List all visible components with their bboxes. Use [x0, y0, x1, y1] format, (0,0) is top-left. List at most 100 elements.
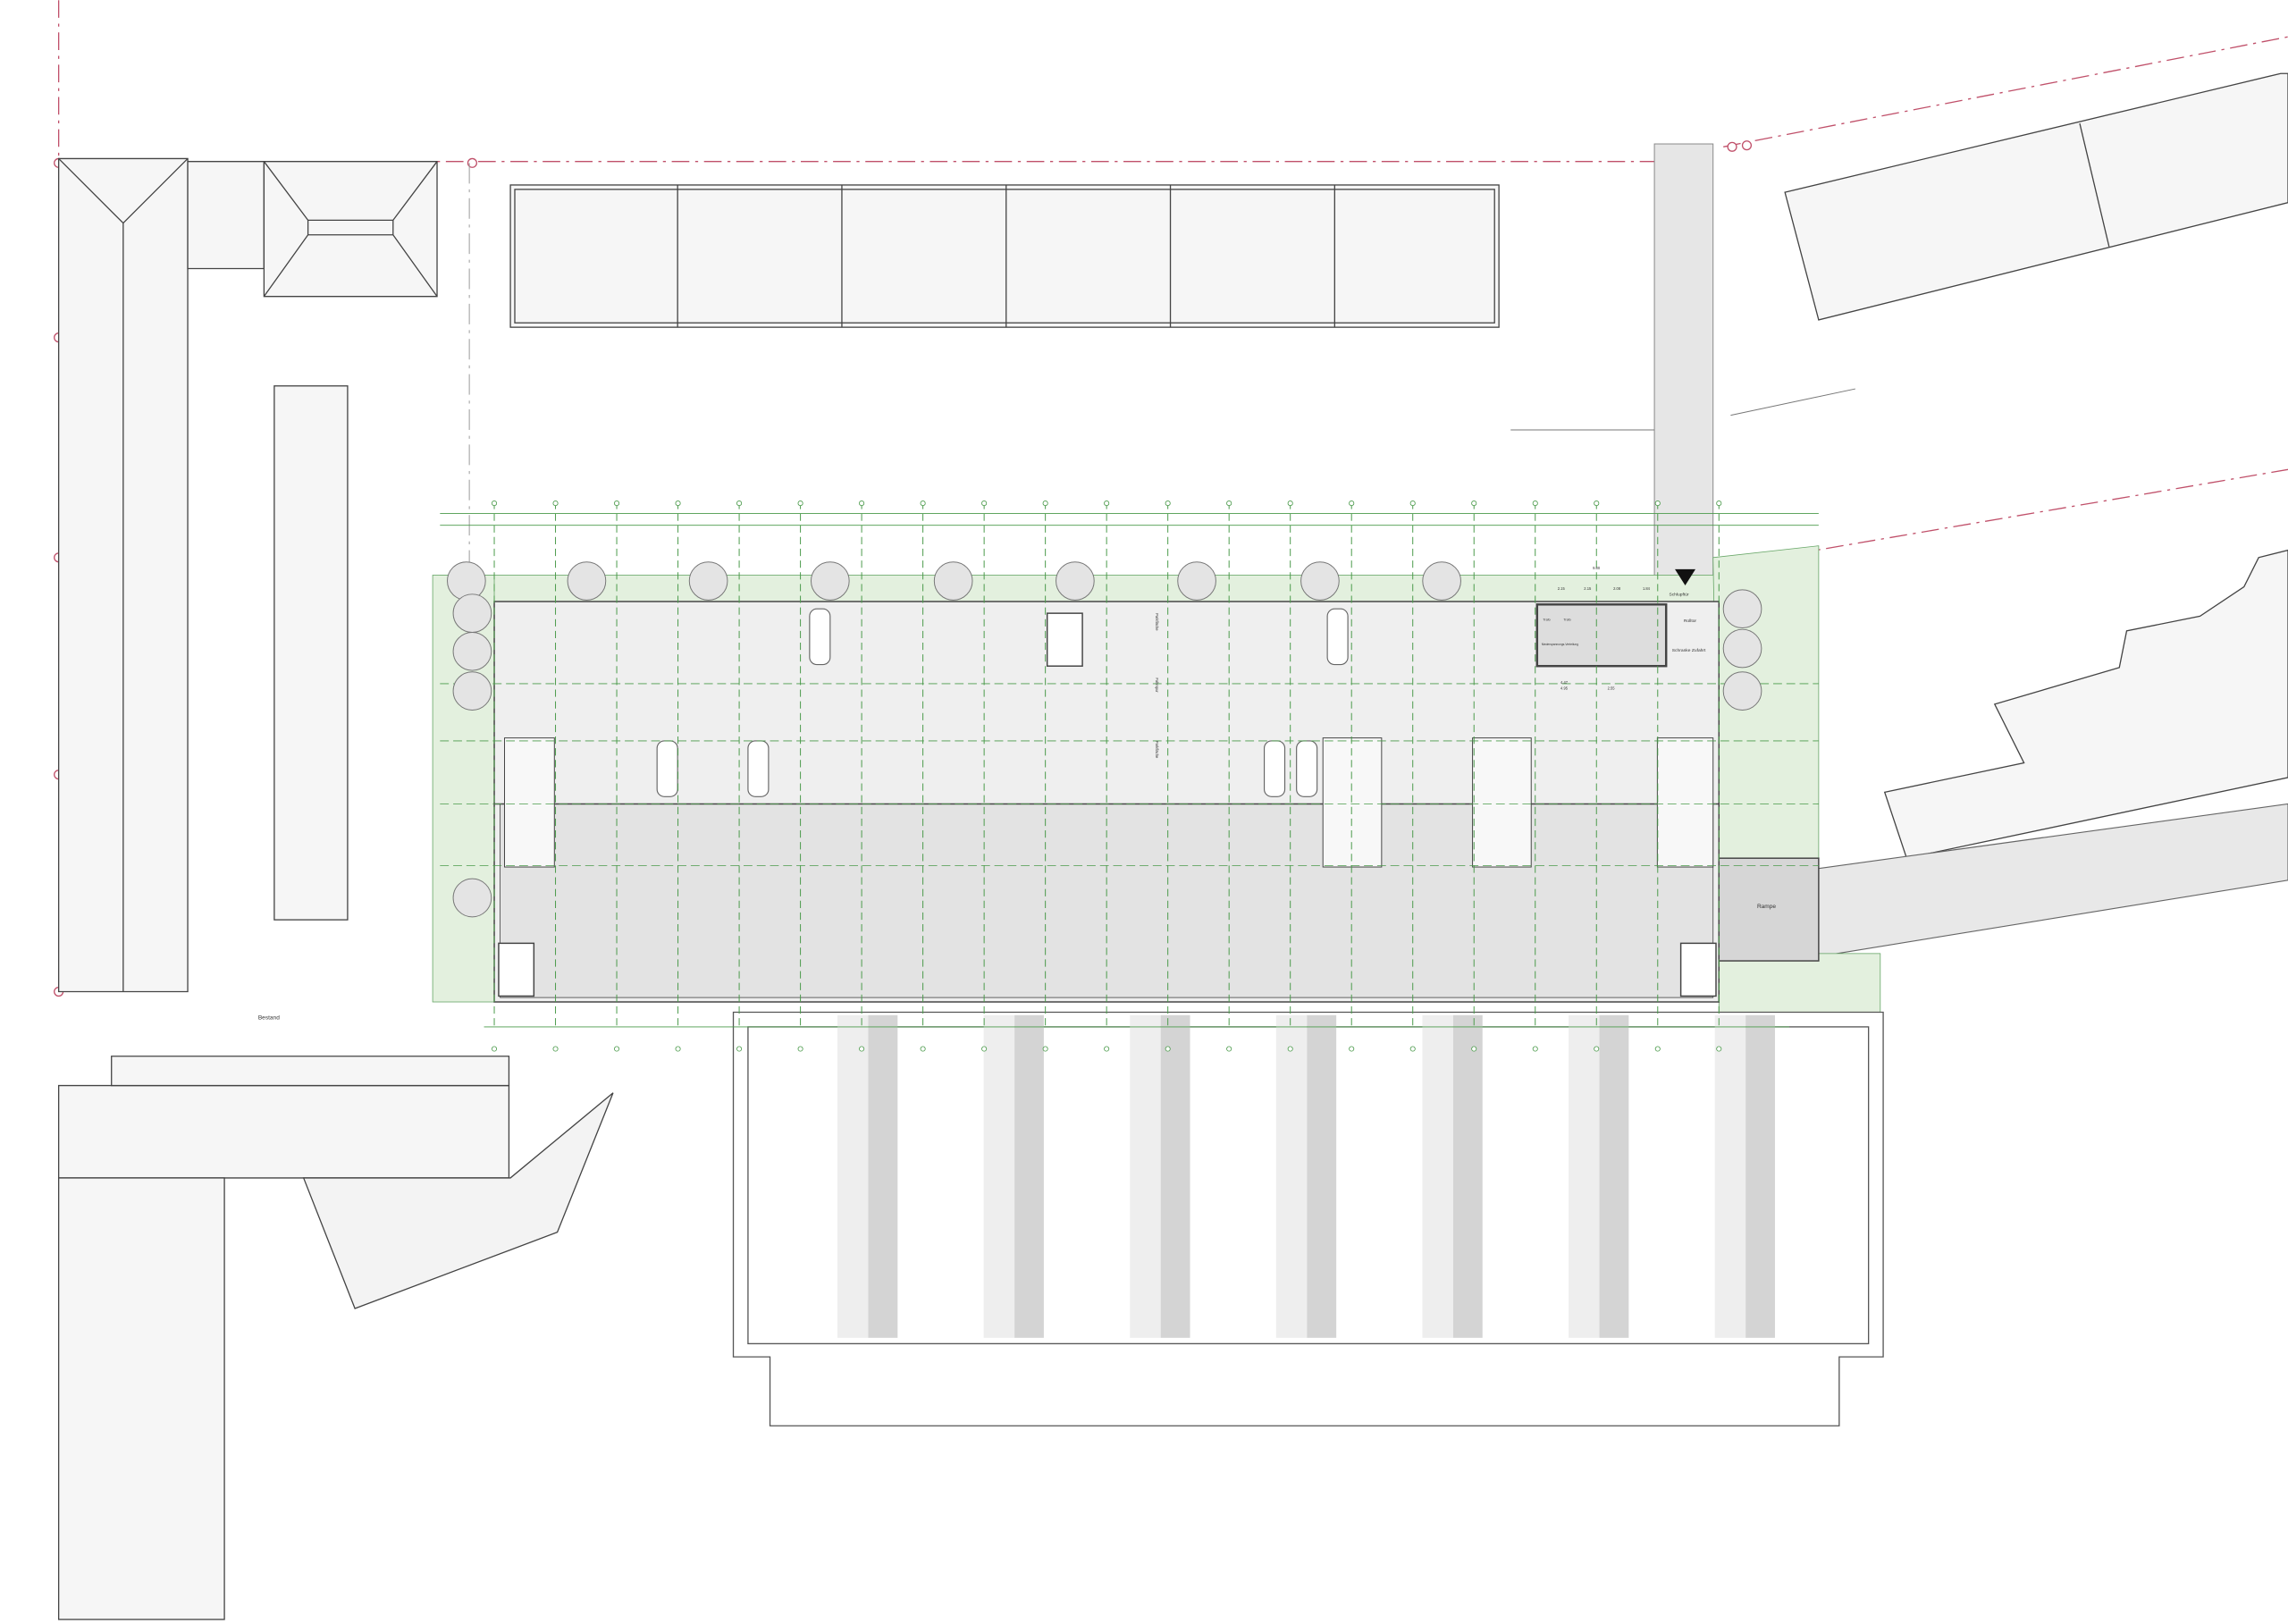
- stripe-light: [1569, 1014, 1600, 1338]
- grid-marker: [859, 501, 865, 507]
- grid-marker: [491, 501, 498, 507]
- grid-marker: [675, 1046, 681, 1052]
- label-low-voltage: Niederspannungs-Verteilung: [1542, 643, 1578, 646]
- grid-marker: [614, 501, 620, 507]
- stair-left: [498, 942, 535, 997]
- grid-marker: [1716, 1046, 1722, 1052]
- stripe-light: [1130, 1014, 1161, 1338]
- grid-marker: [1409, 1046, 1416, 1052]
- grid-marker: [1409, 501, 1416, 507]
- label-existing: Bestand: [258, 1015, 280, 1022]
- top-long-building: [509, 184, 1500, 328]
- grid-marker: [1226, 501, 1232, 507]
- narrow-building: [273, 385, 349, 921]
- parked-cars: [656, 608, 1349, 797]
- ramp: [1718, 857, 1820, 962]
- grid-marker: [1349, 1046, 1355, 1052]
- stripe-dark: [868, 1014, 898, 1338]
- grid-marker: [981, 1046, 988, 1052]
- tree: [452, 671, 492, 711]
- label-barrier-entry: Schranke Zufahrt: [1672, 648, 1706, 653]
- grid-marker: [1042, 1046, 1048, 1052]
- connector-building: [187, 161, 265, 270]
- technical-rooms: [1535, 603, 1668, 668]
- stripe-light: [983, 1014, 1015, 1338]
- stripe-light: [1714, 1014, 1746, 1338]
- grid-marker: [1042, 501, 1048, 507]
- right-building: [1883, 549, 2288, 859]
- tree: [452, 878, 492, 918]
- stripe-dark: [1160, 1014, 1190, 1338]
- tree: [933, 561, 973, 601]
- underground-garage: [493, 601, 1820, 1003]
- grid-marker: [491, 1046, 498, 1052]
- grid-marker: [1349, 501, 1355, 507]
- grid-marker: [981, 501, 988, 507]
- grid-marker: [736, 1046, 743, 1052]
- grid-marker: [1165, 1046, 1171, 1052]
- grid-marker: [1104, 501, 1110, 507]
- grid-marker: [552, 1046, 559, 1052]
- grid-marker: [1716, 501, 1722, 507]
- stripe-dark: [1452, 1014, 1483, 1338]
- label-wicket-door: Schlupftür: [1669, 592, 1688, 597]
- grid-marker: [920, 501, 926, 507]
- label-parking-north: Parkfläche: [1155, 613, 1159, 631]
- stripe-dark: [1745, 1014, 1775, 1338]
- grid-marker: [1654, 1046, 1661, 1052]
- tree: [1177, 561, 1216, 601]
- grid-marker: [1287, 1046, 1293, 1052]
- stripe-light: [1422, 1014, 1453, 1338]
- grid-marker: [1594, 501, 1600, 507]
- label-transformer-1: Trafo: [1543, 618, 1550, 621]
- stripe-dark: [1307, 1014, 1337, 1338]
- grid-marker: [614, 1046, 620, 1052]
- trees: [447, 561, 1762, 918]
- dimension-labels: 2.15 2.15 2.08 1.84 4.47 4.95 2.55 9.80: [1558, 566, 1651, 691]
- grid-marker: [675, 501, 681, 507]
- tree: [1300, 561, 1340, 601]
- label-roller-door: Rolltor: [1684, 618, 1697, 624]
- grid-marker: [797, 501, 803, 507]
- grid-marker: [1226, 1046, 1232, 1052]
- stair-right: [1679, 942, 1717, 997]
- grid-marker: [1287, 501, 1293, 507]
- svg-text:4.47: 4.47: [1560, 680, 1569, 685]
- tree: [810, 561, 850, 601]
- tree: [1422, 561, 1461, 601]
- grid-marker: [736, 501, 743, 507]
- grid-marker: [1532, 501, 1538, 507]
- tree: [1056, 561, 1095, 601]
- stair-top: [1046, 612, 1083, 667]
- bottom-left-building: [57, 1084, 510, 1179]
- footpath: [1653, 143, 1714, 585]
- grid-marker: [552, 501, 559, 507]
- stripe-light: [1275, 1014, 1308, 1338]
- grid-marker: [797, 1046, 803, 1052]
- label-ramp: Rampe: [1757, 904, 1776, 910]
- label-parking-south: Parkfläche: [1155, 741, 1159, 759]
- hip-roof-building: [263, 161, 438, 298]
- grid-marker: [1471, 501, 1477, 507]
- label-transformer-2: Trafo: [1563, 618, 1570, 621]
- tree: [452, 631, 492, 671]
- svg-text:2.55: 2.55: [1608, 686, 1616, 690]
- stripe-light: [837, 1014, 869, 1338]
- grid-marker: [1532, 1046, 1538, 1052]
- label-driving-lane: Fahrspur: [1155, 677, 1159, 693]
- grid-marker: [1654, 501, 1661, 507]
- tree: [452, 593, 492, 633]
- structural-grid: [440, 501, 1819, 1052]
- tree: [447, 561, 486, 601]
- grid-marker: [859, 1046, 865, 1052]
- stripe-dark: [1599, 1014, 1629, 1338]
- grid-marker: [920, 1046, 926, 1052]
- tree: [567, 561, 607, 601]
- grid-marker: [1471, 1046, 1477, 1052]
- tree: [688, 561, 728, 601]
- grid-marker: [1104, 1046, 1110, 1052]
- svg-text:9.80: 9.80: [1593, 566, 1601, 570]
- svg-text:2.08: 2.08: [1613, 586, 1621, 591]
- grid-marker: [1594, 1046, 1600, 1052]
